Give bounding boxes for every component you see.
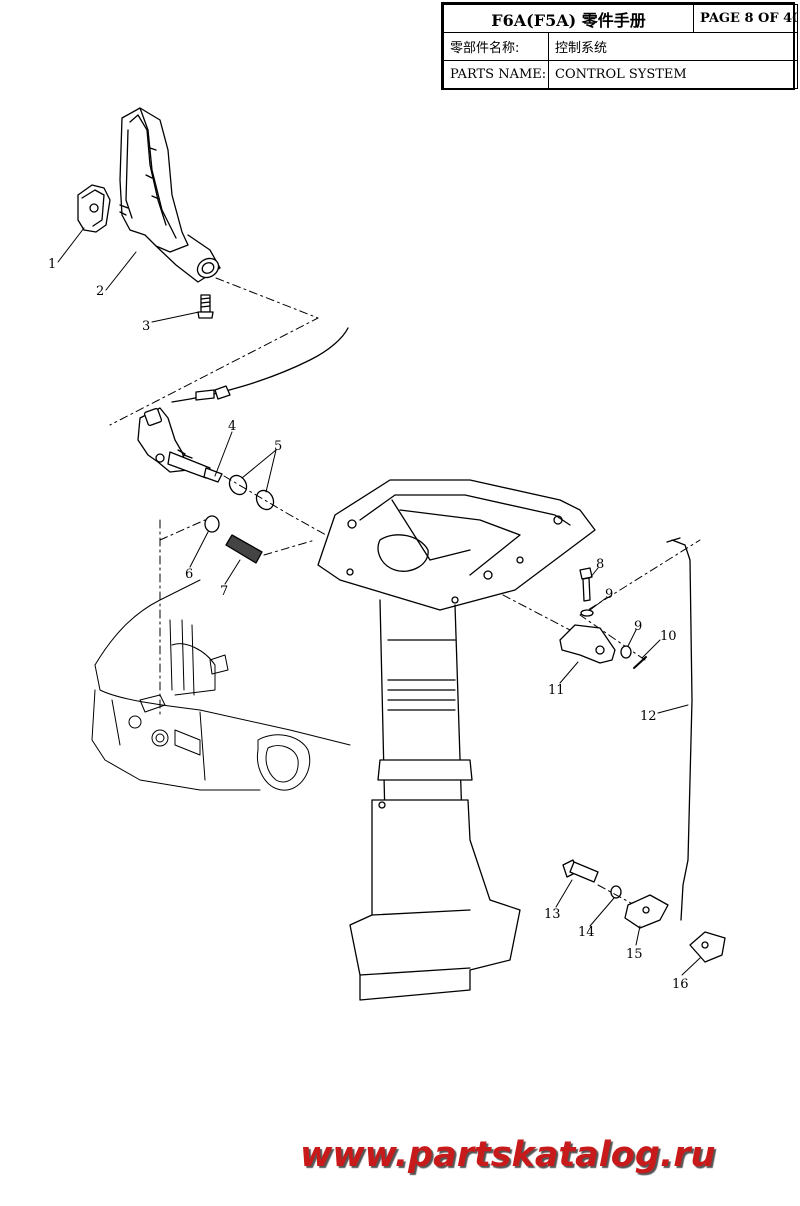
watermark: www.partskatalog.ru	[300, 1135, 716, 1175]
callout-label: 10	[660, 629, 677, 644]
callout-label: 14	[578, 925, 595, 940]
handle-cap	[77, 184, 111, 233]
cotter-pin	[633, 656, 647, 669]
callout-label: 13	[544, 907, 561, 922]
washer	[580, 609, 594, 617]
bolt	[579, 567, 593, 602]
o-rings	[228, 474, 275, 511]
callout-label: 9	[605, 587, 613, 602]
callout-leaders	[57, 227, 701, 976]
spring	[225, 534, 263, 564]
rod-clamp	[624, 894, 669, 929]
drive-shaft-housing	[317, 479, 596, 1001]
callout-label: 6	[185, 567, 193, 582]
parts-name-en-value: CONTROL SYSTEM	[548, 60, 798, 89]
title-block: F6A(F5A) 零件手册 PAGE 8 OF 40 零部件名称: 控制系统 P…	[441, 2, 798, 90]
lower-cowling	[91, 579, 351, 791]
callout-label: 3	[142, 319, 150, 334]
rod-pad	[689, 931, 726, 963]
callout-label: 9	[634, 619, 642, 634]
throttle-shaft-assembly	[137, 407, 223, 483]
tiller-handle	[119, 107, 221, 283]
washer-14	[610, 885, 622, 899]
callout-label: 8	[596, 557, 604, 572]
washer-ring	[204, 515, 220, 533]
throttle-cable	[171, 327, 349, 403]
bolt-13	[562, 859, 599, 883]
callout-label: 11	[548, 683, 565, 698]
callout-label: 2	[96, 284, 104, 299]
screw	[197, 294, 214, 319]
callout-label: 12	[640, 709, 657, 724]
callout-label: 4	[228, 419, 236, 434]
shift-rod	[666, 537, 693, 921]
assembly-lines	[109, 277, 701, 909]
callout-label: 15	[626, 947, 643, 962]
callout-label: 1	[48, 257, 56, 272]
callout-label: 7	[220, 584, 228, 599]
page-number: PAGE 8 OF 40	[693, 4, 798, 33]
shift-bracket	[559, 624, 616, 664]
callout-label: 5	[274, 439, 282, 454]
parts-name-en-label: PARTS NAME:	[443, 60, 549, 89]
washer	[620, 645, 632, 659]
callout-label: 16	[672, 977, 689, 992]
